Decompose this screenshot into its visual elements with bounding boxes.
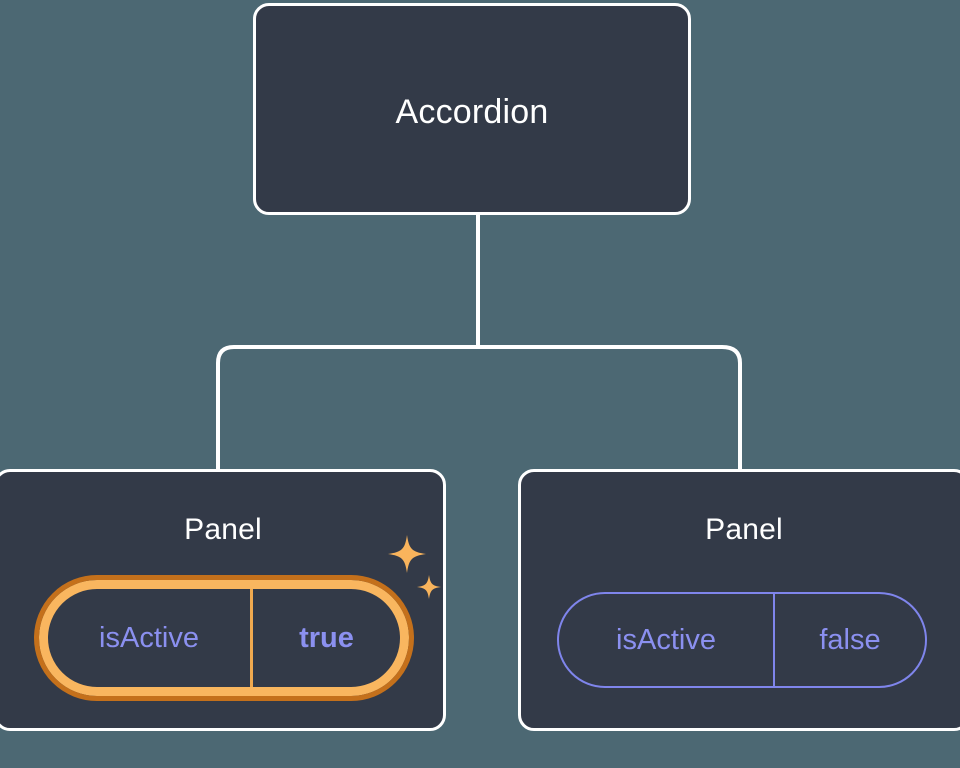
panel-node-content: Panel: [0, 512, 443, 768]
connector-branch-bracket: [216, 345, 742, 469]
node-title-panel-inactive: Panel: [705, 513, 783, 546]
prop-value-false: false: [773, 594, 925, 686]
prop-pill-highlight-frame: isActive true: [34, 575, 414, 701]
panel-node-content: Panel: [521, 512, 960, 768]
component-tree-canvas: Accordion Panel isActive true Panel isAc…: [0, 3, 960, 731]
prop-pill-inactive[interactable]: isActive false: [557, 592, 927, 688]
prop-pill-active[interactable]: isActive true: [34, 575, 414, 701]
node-title-accordion: Accordion: [395, 93, 549, 131]
node-title-panel-active: Panel: [184, 513, 262, 546]
prop-name-isactive: isActive: [616, 623, 716, 656]
tree-node-accordion[interactable]: Accordion: [253, 3, 691, 215]
prop-name-isactive: isActive: [99, 621, 199, 654]
prop-value-true: true: [250, 589, 400, 687]
prop-pill-plain-frame: isActive false: [557, 592, 927, 688]
